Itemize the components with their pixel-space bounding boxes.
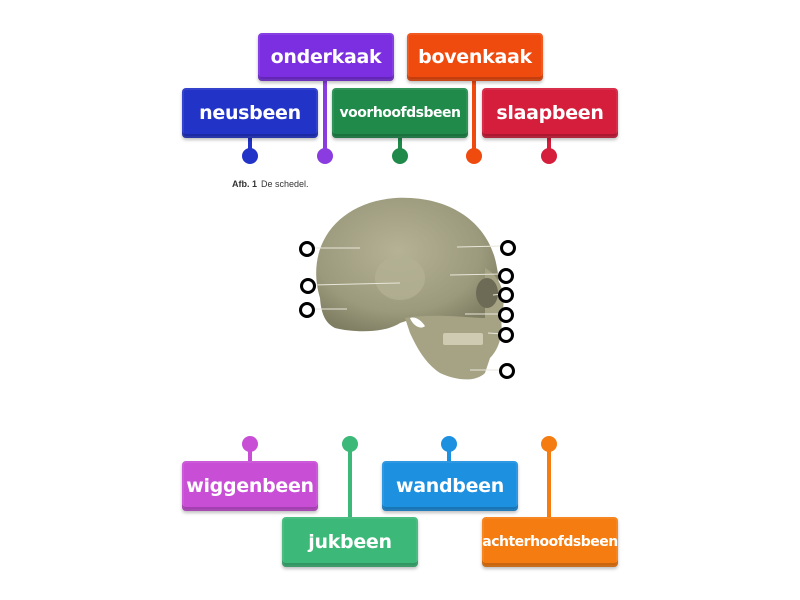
drop-target-7[interactable] (498, 307, 514, 323)
onderkaak-stem (323, 78, 327, 154)
caption-text: De schedel. (261, 179, 309, 189)
wiggenbeen-stem (248, 446, 252, 464)
label-tile-jukbeen[interactable]: jukbeen (282, 517, 418, 567)
jukbeen-handle[interactable] (342, 436, 358, 452)
wiggenbeen-handle[interactable] (242, 436, 258, 452)
slaapbeen-handle[interactable] (541, 148, 557, 164)
label-tile-neusbeen[interactable]: neusbeen (182, 88, 318, 138)
label-text: slaapbeen (496, 102, 604, 124)
drop-target-8[interactable] (498, 327, 514, 343)
wandbeen-handle[interactable] (441, 436, 457, 452)
drop-target-1[interactable] (299, 241, 315, 257)
drop-target-6[interactable] (498, 287, 514, 303)
voorhoofdsbeen-handle[interactable] (392, 148, 408, 164)
achterhoofdsbeen-stem (547, 446, 551, 520)
label-tile-wandbeen[interactable]: wandbeen (382, 461, 518, 511)
label-text: bovenkaak (418, 46, 532, 68)
caption-prefix: Afb. 1 (232, 179, 258, 189)
label-text: wiggenbeen (186, 475, 314, 497)
drop-target-9[interactable] (499, 363, 515, 379)
wandbeen-stem (447, 446, 451, 464)
label-text: achterhoofdsbeen (482, 534, 618, 550)
label-text: voorhoofdsbeen (339, 105, 461, 121)
jukbeen-stem (348, 446, 352, 520)
drop-target-2[interactable] (300, 278, 316, 294)
drop-target-5[interactable] (498, 268, 514, 284)
label-tile-slaapbeen[interactable]: slaapbeen (482, 88, 618, 138)
bovenkaak-handle[interactable] (466, 148, 482, 164)
label-tile-bovenkaak[interactable]: bovenkaak (407, 33, 543, 81)
label-tile-wiggenbeen[interactable]: wiggenbeen (182, 461, 318, 511)
label-tile-achterhoofdsbeen[interactable]: achterhoofdsbeen (482, 517, 618, 567)
slaapbeen-stem (547, 136, 551, 154)
skull-image (312, 197, 504, 380)
onderkaak-handle[interactable] (317, 148, 333, 164)
label-tile-onderkaak[interactable]: onderkaak (258, 33, 394, 81)
label-text: jukbeen (308, 531, 392, 553)
neusbeen-handle[interactable] (242, 148, 258, 164)
bovenkaak-stem (472, 78, 476, 154)
label-text: onderkaak (270, 46, 382, 68)
label-text: wandbeen (395, 475, 504, 497)
label-text: neusbeen (199, 102, 301, 124)
label-tile-voorhoofdsbeen[interactable]: voorhoofdsbeen (332, 88, 468, 138)
achterhoofdsbeen-handle[interactable] (541, 436, 557, 452)
voorhoofdsbeen-stem (398, 136, 402, 154)
drop-target-4[interactable] (500, 240, 516, 256)
neusbeen-stem (248, 136, 252, 154)
drop-target-3[interactable] (299, 302, 315, 318)
